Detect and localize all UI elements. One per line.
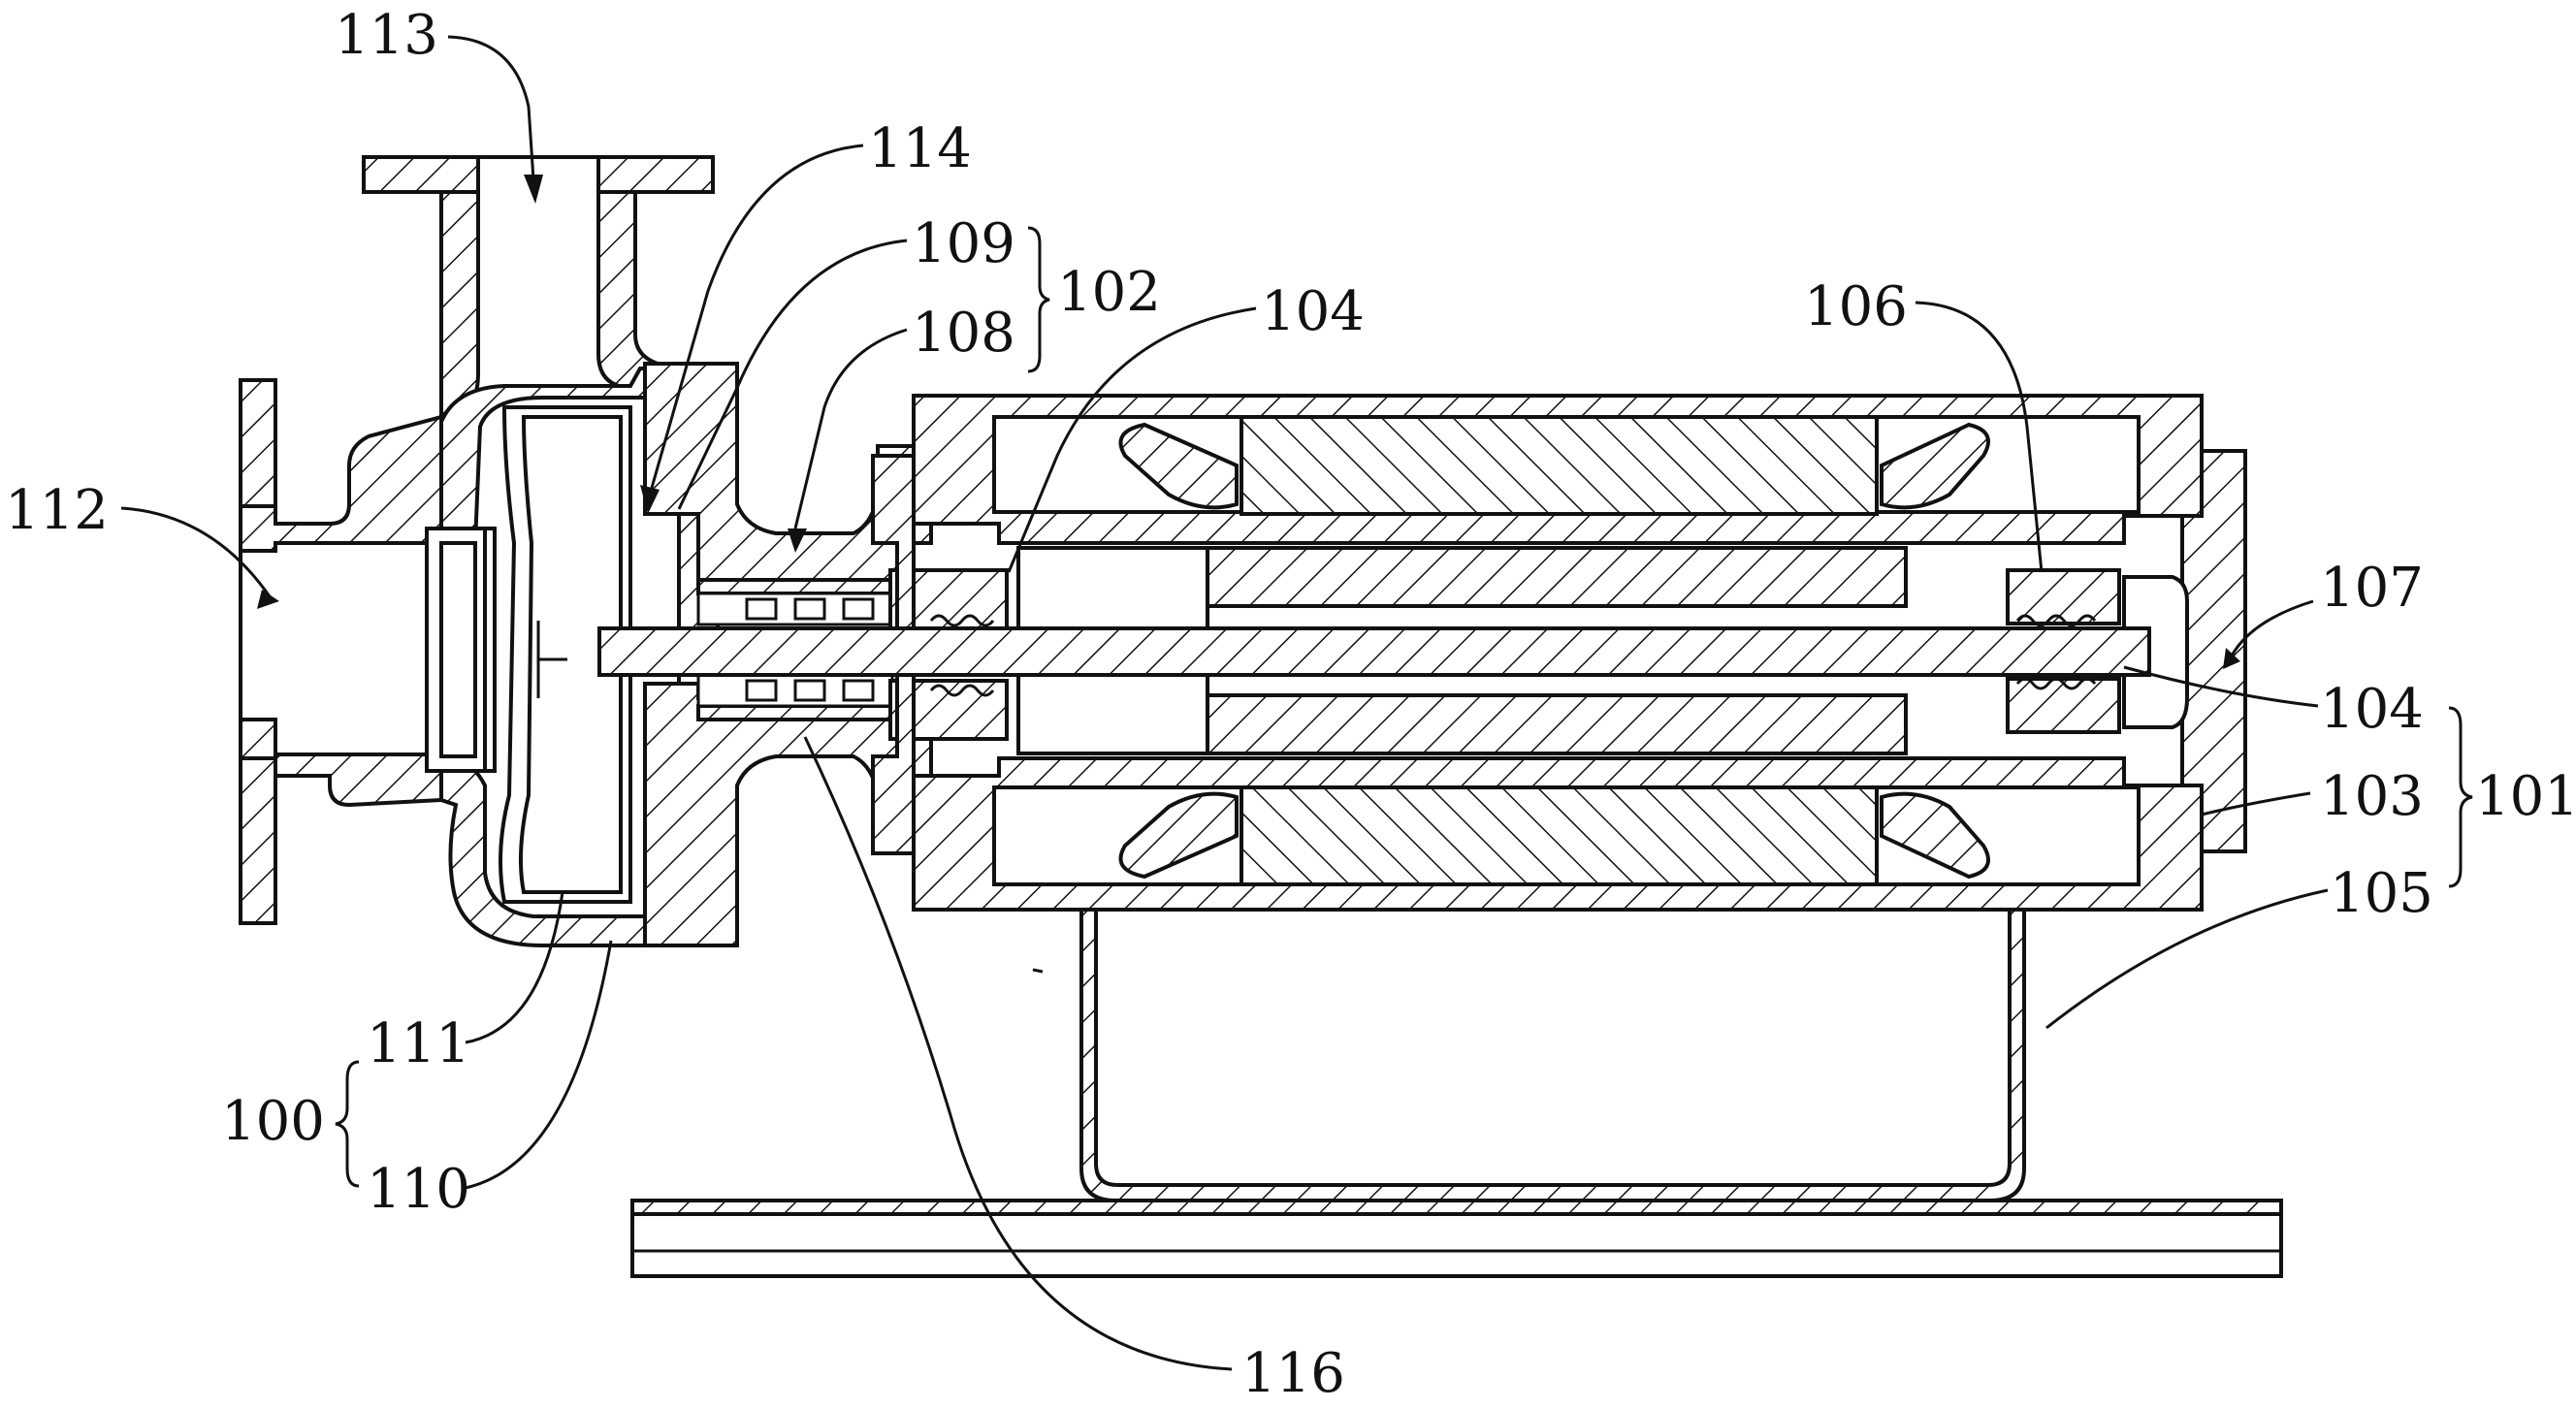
group-braces: [335, 226, 2473, 1188]
rotor: [1016, 546, 1908, 755]
arrow-heads: [257, 175, 2240, 669]
label-110: 110: [367, 1158, 470, 1221]
pump-inlet-flange: [239, 378, 443, 925]
stator: [1118, 415, 1990, 886]
label-111: 111: [367, 1012, 470, 1075]
motor-mount-bracket: [1079, 908, 2026, 1202]
label-105: 105: [2330, 862, 2433, 925]
impeller: [499, 405, 632, 904]
mechanical-seal: [696, 592, 894, 708]
label-116: 116: [1241, 1342, 1345, 1405]
label-109: 109: [912, 212, 1015, 275]
end-cap: [2122, 575, 2189, 729]
label-112: 112: [5, 479, 109, 542]
label-104-top: 104: [1261, 280, 1365, 343]
label-104-right: 104: [2320, 678, 2424, 741]
label-102: 102: [1057, 261, 1161, 324]
shaft: [597, 626, 2151, 677]
base-plate: [630, 1199, 2283, 1278]
label-103: 103: [2320, 765, 2424, 828]
label-114: 114: [868, 117, 972, 180]
label-107: 107: [2320, 557, 2424, 620]
leader-lines: [120, 35, 2329, 1371]
label-108: 108: [912, 302, 1015, 365]
callout-labels: 113 114 109 102 108 104 106 112 107 104 …: [5, 4, 2576, 1405]
label-106: 106: [1804, 275, 1908, 338]
right-bearing: [2006, 568, 2121, 734]
label-113: 113: [335, 4, 438, 67]
label-101: 101: [2475, 765, 2576, 828]
label-100: 100: [221, 1090, 325, 1153]
